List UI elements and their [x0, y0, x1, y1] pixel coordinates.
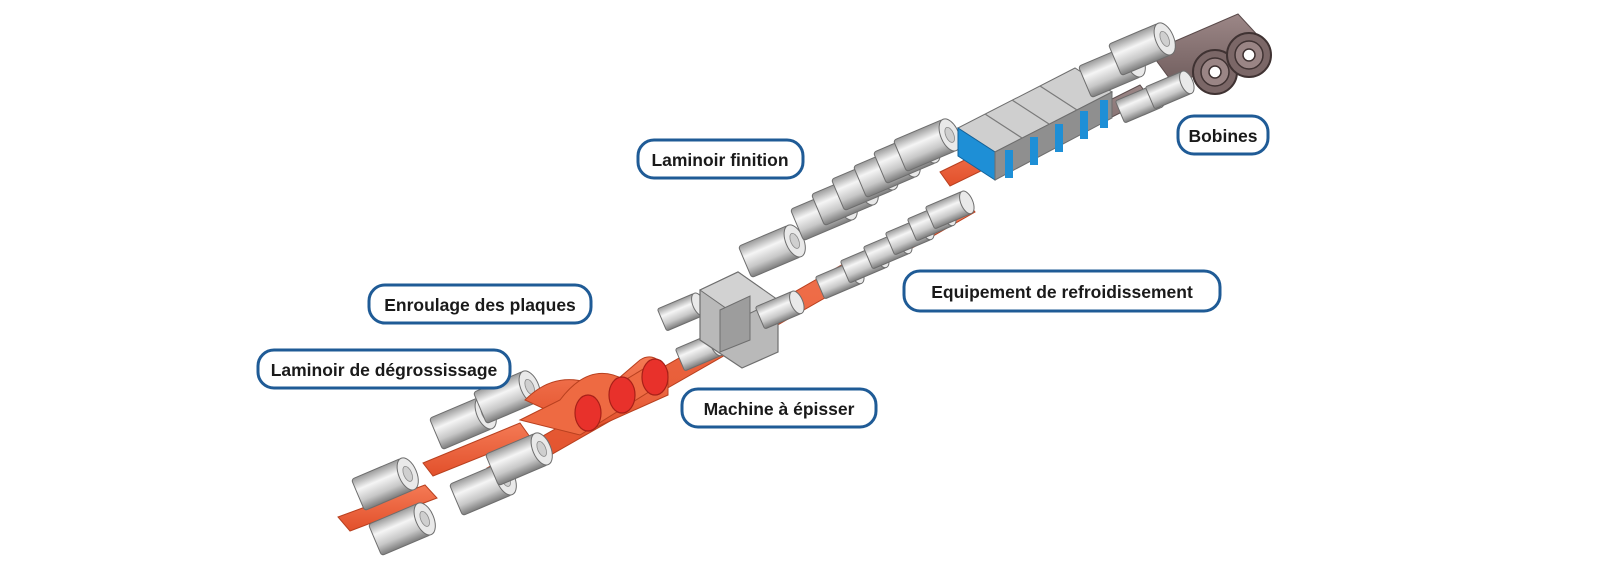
label-roughing-mill: Laminoir de dégrossissage	[256, 348, 512, 390]
coil-box-coils	[518, 356, 669, 436]
label-splicing-machine: Machine à épisser	[680, 387, 878, 429]
label-cooling-equipment: Equipement de refroidissement	[902, 269, 1222, 313]
label-coil-box-text: Enroulage des plaques	[384, 295, 576, 315]
label-splicing-machine-text: Machine à épisser	[704, 399, 855, 419]
label-cooling-equipment-text: Equipement de refroidissement	[931, 282, 1193, 302]
label-roughing-mill-text: Laminoir de dégrossissage	[271, 360, 498, 380]
label-coils-text: Bobines	[1188, 126, 1257, 146]
finished-coils	[1192, 32, 1272, 95]
label-coils: Bobines	[1176, 114, 1270, 156]
label-coil-box: Enroulage des plaques	[367, 283, 593, 325]
label-finishing-mill-text: Laminoir finition	[651, 150, 788, 170]
hot-strip	[337, 137, 1021, 532]
splicing-machine	[656, 221, 811, 372]
label-finishing-mill: Laminoir finition	[636, 138, 805, 180]
cooling-equipment	[957, 67, 1113, 181]
